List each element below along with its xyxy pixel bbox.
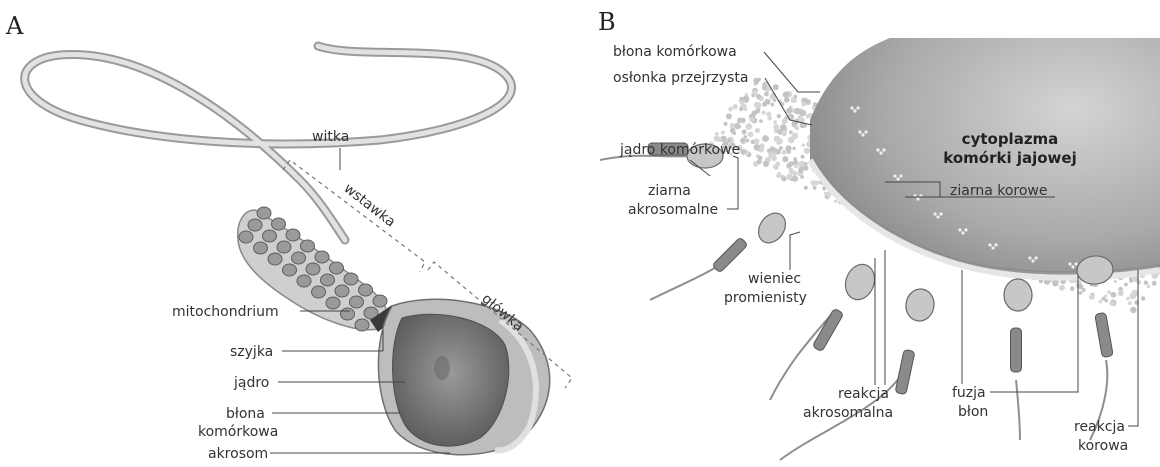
panel-a-letter: A (5, 12, 24, 40)
panel-b-letter: B (598, 8, 616, 36)
label-fuzja-line1: fuzja (952, 385, 986, 401)
leader-blona-komorkowa (764, 52, 820, 92)
label-reakcja-kor-line1: reakcja (1074, 419, 1125, 435)
panel-b: B błona komórkowa osłonka przejrzysta ją… (598, 8, 1160, 460)
label-reakcja-akro-line2: akrosomalna (803, 405, 893, 421)
leader-ziarna-akro (727, 156, 738, 209)
label-blona-line2: komórkowa (198, 424, 278, 440)
panel-a: A witka wstawka główka mitochondrium (5, 12, 572, 462)
label-wieniec-line1: wieniec (748, 271, 801, 287)
label-wieniec-line2: promienisty (724, 290, 807, 306)
leader-wieniec (790, 232, 800, 270)
label-blona-line1: błona (226, 406, 265, 422)
label-reakcja-akro-line1: reakcja (838, 386, 889, 402)
label-wstawka: wstawka (341, 181, 399, 231)
label-cytoplazma-line2: komórki jajowej (943, 149, 1076, 167)
label-szyjka: szyjka (230, 344, 273, 360)
label-mitochondrium: mitochondrium (172, 304, 279, 320)
label-cytoplazma-line1: cytoplazma (962, 130, 1059, 148)
label-reakcja-kor-line2: korowa (1078, 438, 1128, 454)
label-witka: witka (312, 129, 349, 145)
label-jadro: jądro (233, 375, 269, 391)
leader-fuzja-2 (990, 275, 1078, 392)
label-jadro-komorkowe: jądro komórkowe (619, 142, 740, 158)
label-ziarna-line2: akrosomalne (628, 202, 718, 218)
label-blona-komorkowa: błona komórkowa (613, 44, 737, 60)
label-fuzja-line2: błon (958, 404, 988, 420)
label-oslonka: osłonka przejrzysta (613, 70, 748, 86)
label-ziarna-line1: ziarna (648, 183, 691, 199)
label-akrosom: akrosom (208, 446, 268, 462)
